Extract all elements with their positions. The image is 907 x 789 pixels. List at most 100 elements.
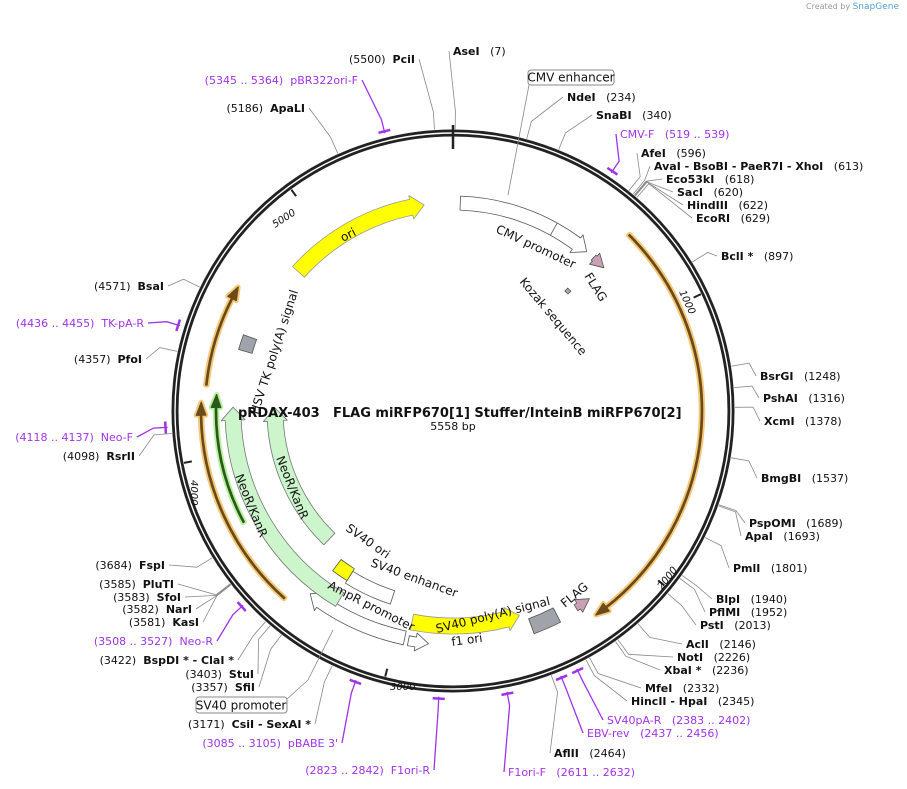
primer-mark-ebvrev <box>555 674 568 682</box>
f1-ori-arrow <box>410 607 520 635</box>
plasmid-description: FLAG miRFP670[1] Stuffer/InteinB miRFP67… <box>333 406 682 421</box>
leader-neor <box>216 604 244 642</box>
name: F1ori-R <box>391 764 431 777</box>
flag-2-arrow <box>573 598 590 613</box>
leader-blpi <box>681 575 713 600</box>
position: (3508 .. 3527) <box>94 635 180 648</box>
name: PfoI <box>118 353 143 366</box>
site-label-afei: AfeI (596) <box>641 147 706 160</box>
cmv-enhancer-label: CMV enhancer <box>507 69 615 196</box>
feature-label-ori: ori <box>338 225 358 245</box>
position: (5500) <box>349 53 393 66</box>
name: AclI <box>686 638 709 651</box>
name: AseI <box>453 45 480 58</box>
position: (1693) <box>773 530 820 543</box>
position: (4098) <box>63 450 107 463</box>
position: (2823 .. 2842) <box>305 764 391 777</box>
position: (2236) <box>701 664 748 677</box>
name: BsaI <box>138 280 164 293</box>
miRFP670-arc <box>595 233 704 616</box>
name: PflMI <box>709 606 740 619</box>
name: FspI <box>139 559 165 572</box>
primer-label-pbabe: (3085 .. 3105) pBABE 3' <box>202 737 338 750</box>
name: KasI <box>172 616 199 629</box>
flag-1-arrow <box>589 252 605 269</box>
leader-pbr322orif <box>361 79 386 134</box>
position: (2464) <box>579 747 626 760</box>
name: ApaI <box>745 530 773 543</box>
name: BlpI <box>716 593 740 606</box>
site-label-asei: AseI (7) <box>453 45 506 58</box>
name: CsiI - SexAI * <box>232 718 312 731</box>
site-label-sfoi: (3583) SfoI <box>113 591 181 604</box>
leader-pfoi <box>145 347 178 360</box>
position: (234) <box>596 91 636 104</box>
leader-bmgbi <box>731 457 758 479</box>
left-cds-arc-upper-halo <box>203 284 241 388</box>
site-label-rsrii: (4098) RsrII <box>63 450 135 463</box>
site-label-nari: (3582) NarI <box>122 603 192 616</box>
position: (3582) <box>122 603 166 616</box>
leader-pmli <box>704 537 730 569</box>
position: (4571) <box>94 280 138 293</box>
leader-eco53ki <box>634 178 663 196</box>
name: SacI <box>677 186 703 199</box>
site-label-pflmi: PflMI (1952) <box>709 606 787 619</box>
position: (4357) <box>74 353 118 366</box>
position: (5186) <box>227 102 271 115</box>
site-label-xcmi: XcmI (1378) <box>764 415 842 428</box>
feature-label-kozak: Kozak sequence <box>517 275 590 358</box>
leader-pbabe <box>341 679 357 744</box>
position: (3171) <box>188 718 232 731</box>
primer-mark-sv40par <box>571 666 584 675</box>
position: (1316) <box>798 392 845 405</box>
leader-bsrgi <box>731 362 757 377</box>
name: SfoI <box>157 591 181 604</box>
leader-pluti <box>177 583 231 596</box>
primer-label-sv40par: SV40pA-R (2383 .. 2402) <box>607 714 750 727</box>
name: SfiI <box>235 681 255 694</box>
name: XcmI <box>764 415 795 428</box>
name: pBR322ori-F <box>290 74 358 87</box>
site-label-hindiii: HindIII (622) <box>687 199 768 212</box>
name: HincII - HpaI <box>631 695 707 708</box>
leader-sfoi <box>184 583 231 598</box>
position: (3357) <box>191 681 235 694</box>
leader-ebvrev <box>560 675 584 734</box>
site-label-snabi: SnaBI (340) <box>596 109 672 122</box>
site-label-bsrgi: BsrGI (1248) <box>760 370 841 383</box>
position: (3684) <box>95 559 139 572</box>
position: (4436 .. 4455) <box>16 317 102 330</box>
primer-mark-pbabe <box>349 678 362 686</box>
name: HindIII <box>687 199 728 212</box>
green-cds-arc <box>210 393 245 524</box>
feature-label-f1-ori: f1 ori <box>450 631 483 649</box>
neor-kanr-outer-arrow <box>220 406 345 607</box>
position: (3085 .. 3105) <box>202 737 288 750</box>
position: (1940) <box>740 593 787 606</box>
tick-mark-5000 <box>290 189 297 197</box>
leader-csii <box>314 665 333 725</box>
feature-label-hsv-tk-polya: HSV TK poly(A) signal <box>248 288 301 416</box>
feature-label-flag-1: FLAG <box>581 270 609 304</box>
position: (2013) <box>724 619 771 632</box>
left-cds-arc-upper <box>205 286 239 386</box>
position: (2226) <box>703 651 750 664</box>
site-label-aflii: AflII (2464) <box>554 747 626 760</box>
leader-f1orir <box>433 696 440 771</box>
credit-prefix: Created by <box>806 2 851 11</box>
leader-sfii <box>258 634 282 688</box>
name: AfeI <box>641 147 666 160</box>
name: ApaLI <box>270 102 305 115</box>
site-label-sfii: (3357) SfiI <box>191 681 255 694</box>
leader-asei <box>448 50 456 130</box>
leader-xcmi <box>734 406 761 422</box>
leader-xbai <box>615 641 661 671</box>
position: (3581) <box>129 616 173 629</box>
position: (2611 .. 2632) <box>546 766 635 779</box>
primer-mark-neof <box>163 421 168 434</box>
position: (2345) <box>707 695 754 708</box>
site-label-pspomi: PspOMI (1689) <box>749 517 843 530</box>
position: (897) <box>753 250 793 263</box>
